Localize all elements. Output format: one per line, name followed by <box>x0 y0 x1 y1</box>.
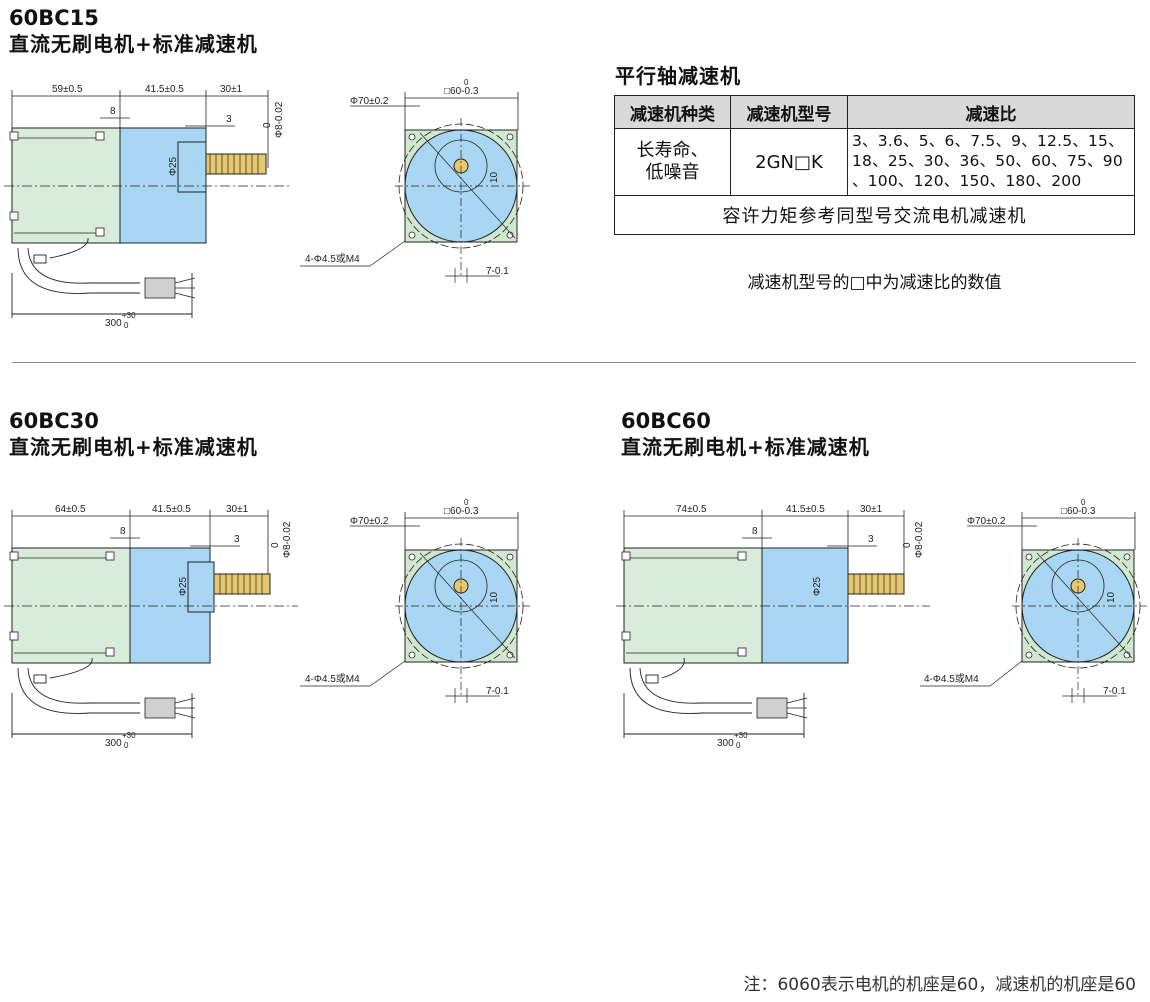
drawing-60bc30: 64±0.5 41.5±0.5 30±1 8 3 Φ8-0.02 0 Φ25 3… <box>4 498 530 750</box>
dim-key: 3 <box>234 534 240 545</box>
dim-shaft-dia: Φ8-0.02 <box>914 521 925 558</box>
dim-offset: 10 <box>489 171 500 183</box>
type-line-1: 长寿命、 <box>636 140 709 161</box>
dim-holes: 4-Φ4.5或M4 <box>305 253 360 265</box>
table-footer-row: 容许力矩参考同型号交流电机减速机 <box>614 195 1135 235</box>
ratio-line-1: 3、3.6、5、6、7.5、9、12.5、15、 <box>852 132 1124 150</box>
dim-motor-length: 64±0.5 <box>55 504 86 515</box>
dim-cable-tol-low: 0 <box>124 321 129 330</box>
ratio-line-2: 18、25、30、36、50、60、75、90 <box>852 152 1123 170</box>
model-subtitle-3: 直流无刷电机+标准减速机 <box>621 435 870 459</box>
dim-pcd: Φ70±0.2 <box>967 516 1006 527</box>
model-title-2: 60BC30 <box>9 409 99 433</box>
dim-boss-dia: Φ25 <box>168 156 179 176</box>
drawing-60bc15: 59±0.5 41.5±0.5 30±1 8 3 Φ8-0.02 0 Φ25 3… <box>4 78 530 330</box>
model-subtitle-2: 直流无刷电机+标准减速机 <box>9 435 258 459</box>
footnote: 注：6060表示电机的机座是60，减速机的机座是60 <box>743 975 1136 995</box>
dim-key: 3 <box>868 534 874 545</box>
dim-flange: 8 <box>120 526 126 537</box>
table-row: 长寿命、 低噪音 2GN□K 3、3.6、5、6、7.5、9、12.5、15、 … <box>614 128 1135 196</box>
dim-shaft-tol: 0 <box>902 542 913 548</box>
dim-holes: 4-Φ4.5或M4 <box>924 673 979 685</box>
dim-motor-length: 59±0.5 <box>52 84 83 95</box>
table-cell-type: 长寿命、 低噪音 <box>614 128 731 196</box>
dim-square: □60-0.3 <box>444 506 479 517</box>
dim-cable-tol-low: 0 <box>736 741 741 750</box>
dim-boss-dia: Φ25 <box>812 576 823 596</box>
dim-key-width: 7-0.1 <box>486 266 509 277</box>
gear-table-title: 平行轴减速机 <box>615 64 741 88</box>
gear-spec-table: 减速机种类 减速机型号 减速比 长寿命、 低噪音 2GN□K 3、3.6、5、6… <box>614 95 1135 235</box>
dim-key-width: 7-0.1 <box>1103 686 1126 697</box>
dim-square: □60-0.3 <box>444 86 479 97</box>
section-divider <box>12 362 1136 363</box>
dim-motor-length: 74±0.5 <box>676 504 707 515</box>
table-footer: 容许力矩参考同型号交流电机减速机 <box>614 195 1135 235</box>
dim-cable-tol: +30 <box>122 731 136 740</box>
dim-boss-dia: Φ25 <box>178 576 189 596</box>
drawing-60bc60: 74±0.5 41.5±0.5 30±1 8 3 Φ8-0.02 0 Φ25 3… <box>616 498 1147 750</box>
dim-cable-length: 300 <box>105 318 122 329</box>
dim-square-tol: 0 <box>1081 498 1086 507</box>
dim-key: 3 <box>226 114 232 125</box>
table-note: 减速机型号的□中为减速比的数值 <box>747 273 1002 293</box>
dim-cable-tol: +30 <box>122 311 136 320</box>
dim-shaft-dia: Φ8-0.02 <box>282 521 293 558</box>
table-header: 减速机型号 <box>730 95 848 129</box>
dim-cable-length: 300 <box>717 738 734 749</box>
type-line-2: 低噪音 <box>645 162 700 183</box>
dim-cable-tol: +30 <box>734 731 748 740</box>
dim-gear-length: 41.5±0.5 <box>786 504 825 515</box>
model-subtitle-1: 直流无刷电机+标准减速机 <box>9 32 258 56</box>
dim-holes: 4-Φ4.5或M4 <box>305 673 360 685</box>
dim-flange: 8 <box>752 526 758 537</box>
table-header: 减速机种类 <box>614 95 731 129</box>
dim-square-tol: 0 <box>464 78 469 87</box>
table-header-row: 减速机种类 减速机型号 减速比 <box>614 95 1135 129</box>
dim-gear-length: 41.5±0.5 <box>145 84 184 95</box>
dim-shaft-dia: Φ8-0.02 <box>274 101 285 138</box>
dim-shaft-tol: 0 <box>270 542 281 548</box>
dim-shaft-length: 30±1 <box>220 84 243 95</box>
model-title-1: 60BC15 <box>9 6 99 30</box>
dim-pcd: Φ70±0.2 <box>350 516 389 527</box>
dim-cable-tol-low: 0 <box>124 741 129 750</box>
dim-shaft-length: 30±1 <box>860 504 883 515</box>
dim-square-tol: 0 <box>464 498 469 507</box>
dim-gear-length: 41.5±0.5 <box>152 504 191 515</box>
dim-square: □60-0.3 <box>1061 506 1096 517</box>
dim-pcd: Φ70±0.2 <box>350 96 389 107</box>
dim-shaft-length: 30±1 <box>226 504 249 515</box>
table-header: 减速比 <box>847 95 1135 129</box>
dim-offset: 10 <box>1106 591 1117 603</box>
model-title-3: 60BC60 <box>621 409 711 433</box>
table-cell-ratios: 3、3.6、5、6、7.5、9、12.5、15、 18、25、30、36、50、… <box>847 128 1135 196</box>
dim-key-width: 7-0.1 <box>486 686 509 697</box>
dim-offset: 10 <box>489 591 500 603</box>
dim-shaft-tol: 0 <box>262 122 273 128</box>
table-cell-model: 2GN□K <box>730 128 848 196</box>
ratio-line-3: 、100、120、150、180、200 <box>852 172 1082 190</box>
dim-flange: 8 <box>110 106 116 117</box>
dim-cable-length: 300 <box>105 738 122 749</box>
